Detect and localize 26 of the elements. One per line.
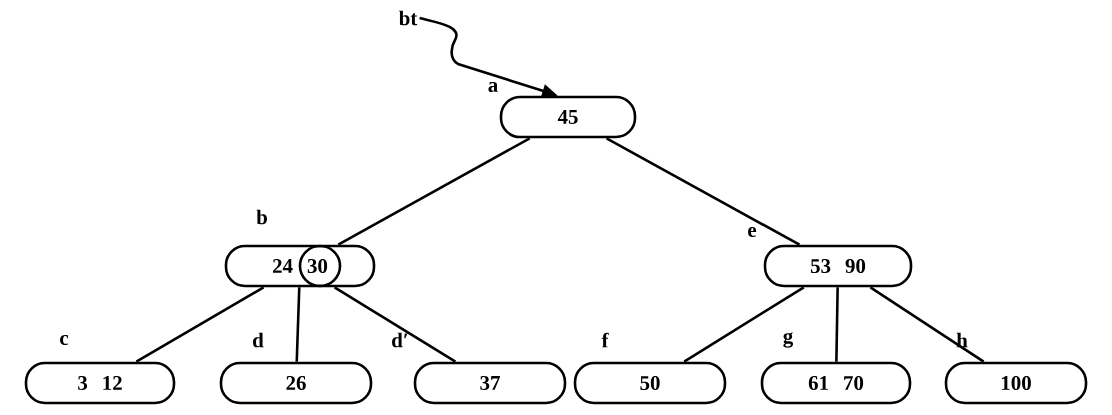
tree-edge — [295, 287, 301, 362]
key-box: 50 — [573, 361, 727, 405]
node-label: f — [601, 332, 609, 348]
node-label: d — [253, 332, 264, 348]
tree-edge — [333, 286, 457, 363]
node-label: e — [748, 227, 757, 237]
tree-edge — [835, 287, 839, 362]
key-box: 24 30 — [224, 244, 376, 288]
tree-edge — [337, 137, 531, 246]
key-box: 100 — [944, 361, 1088, 405]
tree-edge — [135, 286, 265, 363]
node-label: c — [60, 334, 69, 345]
key-box: 45 — [499, 95, 637, 139]
key-box: 53 90 — [763, 244, 913, 288]
key-box: 26 — [219, 361, 373, 405]
node-label: a — [488, 82, 498, 92]
node-label: d′ — [392, 332, 408, 348]
node-label: g — [783, 332, 794, 348]
key-box: 3 12 — [24, 361, 176, 405]
pointer-label: bt — [398, 10, 418, 26]
tree-edge — [605, 137, 801, 246]
key-box: 61 70 — [760, 361, 912, 405]
tree-edge — [869, 286, 985, 363]
tree-edge — [683, 286, 805, 363]
node-label: b — [256, 209, 267, 225]
key-box: 37 — [413, 361, 567, 405]
